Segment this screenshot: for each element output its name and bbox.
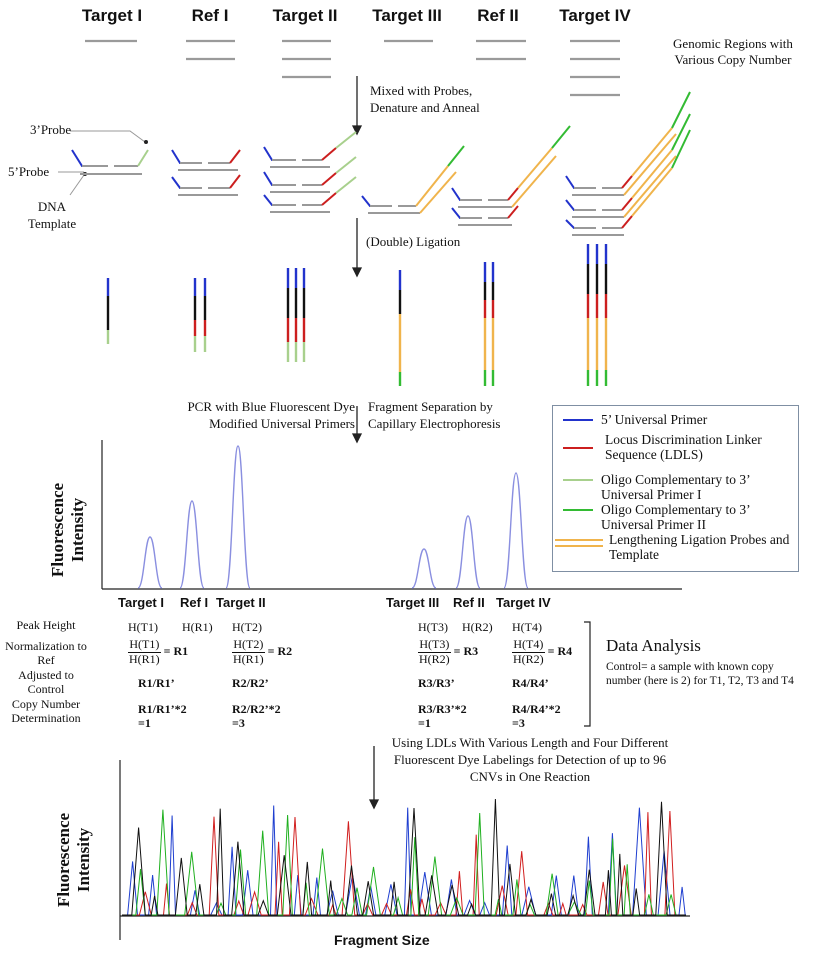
adjusted-r4: R4/R4’ [512,676,549,690]
separation-label: Fragment Separation by Capillary Electro… [368,399,501,431]
copy-formula-r4: R4/R4’*2 [512,702,561,716]
header-target-4: Target IV [559,6,631,25]
probe3-label: 3’Probe [30,122,72,137]
norm-r2: H(T2)H(R1) = R2 [232,637,293,666]
electro-axes [119,760,690,940]
anneal-target-2 [263,131,357,213]
anneal-target-3 [361,145,465,214]
legend: 5’ Universal Primer Locus Discrimination… [552,405,799,572]
ligation-label: (Double) Ligation [366,234,461,249]
legend-item-universal-primer: 5’ Universal Primer [601,412,708,427]
electro-trace [122,810,686,916]
height-t4: H(T4) [512,620,542,634]
height-t2: H(T2) [232,620,262,634]
peak-target-4 [503,472,529,589]
peak-ref-2 [455,515,481,589]
fluor-intensity-label-bottom: Fluorescence Intensity [54,812,93,908]
data-analysis-title: Data Analysis [606,636,701,655]
electro-trace [122,798,686,916]
header-target-3: Target III [372,6,442,25]
electropherogram-traces [122,798,686,916]
fragment-size-label: Fragment Size [334,932,430,948]
copy-result-r1: =1 [138,716,151,730]
row-label-copy-number: Copy Number Determination [11,697,81,725]
peak-plot-axes [101,440,682,590]
peak-label-ref-1: Ref I [180,595,209,610]
peak-label-target-4: Target IV [496,595,551,610]
row-label-normalization: Normalization to Ref [5,639,87,667]
legend-item-oligo-2: Oligo Complementary to 3’ Universal Prim… [601,502,750,532]
probe-pointers [58,130,146,196]
copy-result-r3: =1 [418,716,431,730]
header-ref-2: Ref II [477,6,519,25]
control-note: Control= a sample with known copy number… [606,661,794,687]
copy-formula-r1: R1/R1’*2 [138,702,187,716]
copy-result-r2: =3 [232,716,245,730]
copy-result-r4: =3 [512,716,525,730]
anneal-target-1 [71,149,149,175]
height-r2: H(R2) [462,620,493,634]
probe5-label: 5’Probe [8,164,50,179]
peak-ref-1 [179,500,205,589]
adjusted-r3: R3/R3’ [418,676,455,690]
process-arrows [351,76,380,810]
norm-r3: H(T3)H(R2) = R3 [418,637,479,666]
height-r1: H(R1) [182,620,213,634]
peak-label-ref-2: Ref II [453,595,485,610]
norm-r4: H(T4)H(R2) = R4 [512,637,573,666]
peak-label-target-1: Target I [118,595,164,610]
dna-template-label: DNA Template [27,199,77,231]
header-target-1: Target I [81,6,143,25]
legend-item-oligo-1: Oligo Complementary to 3’ Universal Prim… [601,472,750,502]
anneal-ref-2 [451,125,571,226]
legend-item-ldls: Locus Discrimination Linker Sequence (LD… [605,432,762,462]
ligated-products [106,244,608,386]
row-label-peak-height: Peak Height [16,618,76,632]
adjusted-r2: R2/R2’ [232,676,269,690]
row-label-adjusted: Adjusted to Control [18,668,74,696]
electro-trace [122,809,686,916]
electro-trace [122,805,686,916]
height-t1: H(T1) [128,620,158,634]
analysis-bracket [584,621,591,727]
peak-label-target-2: Target II [216,595,266,610]
norm-r1: H(T1)H(R1) = R1 [128,637,189,666]
peak-target-1 [137,536,163,589]
header-target-2: Target II [272,6,338,25]
adjusted-r1: R1/R1’ [138,676,175,690]
copy-formula-r3: R3/R3’*2 [418,702,467,716]
genomic-regions-label: Genomic Regions with Various Copy Number [673,36,793,67]
copy-formula-r2: R2/R2’*2 [232,702,281,716]
anneal-target-4 [565,91,691,236]
mixed-label: Mixed with Probes, Denature and Anneal [370,83,480,115]
peak-target-3 [411,548,437,589]
anneal-ref-1 [171,149,241,196]
genomic-region-lines [85,39,620,97]
peak-curves [137,445,529,589]
ldl-note: Using LDLs With Various Length and Four … [391,735,669,784]
peak-label-target-3: Target III [386,595,440,610]
header-ref-1: Ref I [191,6,229,25]
pcr-label: PCR with Blue Fluorescent Dye Modified U… [187,399,355,431]
legend-item-lengthening: Lengthening Ligation Probes and Template [609,532,790,562]
legend-swatches [555,419,603,547]
peak-target-2 [225,445,251,589]
fluor-intensity-label: Fluorescence Intensity [48,482,87,578]
height-t3: H(T3) [418,620,448,634]
